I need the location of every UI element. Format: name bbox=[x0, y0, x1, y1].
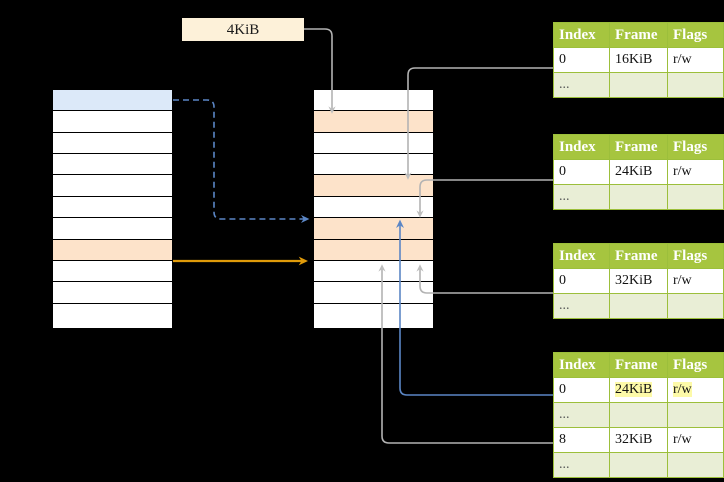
cell-flags bbox=[667, 452, 724, 478]
virtual-cell-row-2 bbox=[53, 132, 172, 155]
cell-frame: 32KiB bbox=[609, 268, 668, 294]
table-row: ... bbox=[553, 402, 724, 428]
table-row: ... bbox=[553, 293, 724, 319]
cell-flags bbox=[667, 184, 724, 210]
cell-flags bbox=[667, 293, 724, 319]
cell-index: 0 bbox=[553, 47, 610, 73]
column-header-frame: Frame bbox=[609, 134, 668, 160]
virtual-cell-row-10 bbox=[53, 303, 172, 325]
column-header-index: Index bbox=[553, 243, 610, 269]
column-header-index: Index bbox=[553, 22, 610, 48]
virtual-cell-row-8 bbox=[53, 260, 172, 283]
physical-cell-row-0 bbox=[314, 90, 433, 112]
column-header-flags: Flags bbox=[667, 134, 724, 160]
cell-frame bbox=[609, 184, 668, 210]
column-header-index: Index bbox=[553, 352, 610, 378]
table-row: ... bbox=[553, 184, 724, 210]
physical-cell-row-6 bbox=[314, 218, 433, 240]
column-header-frame: Frame bbox=[609, 22, 668, 48]
column-header-frame: Frame bbox=[609, 243, 668, 269]
connector-table3-to-physical bbox=[416, 264, 553, 294]
connector-virtual-dashed bbox=[173, 99, 310, 223]
cell-flags bbox=[667, 72, 724, 98]
virtual-cell-row-4 bbox=[53, 175, 172, 197]
cell-frame bbox=[609, 293, 668, 319]
cell-index: 0 bbox=[553, 377, 610, 403]
column-header-flags: Flags bbox=[667, 243, 724, 269]
cell-index: ... bbox=[553, 293, 610, 319]
cell-frame: 32KiB bbox=[609, 427, 668, 453]
cell-frame: 24KiB bbox=[609, 377, 668, 403]
virtual-address-column bbox=[52, 89, 173, 329]
cell-frame bbox=[609, 72, 668, 98]
cell-index: ... bbox=[553, 452, 610, 478]
cell-index: ... bbox=[553, 72, 610, 98]
physical-cell-row-8 bbox=[314, 260, 433, 283]
column-header-flags: Flags bbox=[667, 22, 724, 48]
column-header-index: Index bbox=[553, 134, 610, 160]
table-row: ... bbox=[553, 452, 724, 478]
cell-index: 0 bbox=[553, 159, 610, 185]
cell-frame: 16KiB bbox=[609, 47, 668, 73]
physical-cell-row-3 bbox=[314, 154, 433, 176]
offset-label-4kib: 4KiB bbox=[182, 18, 304, 41]
column-header-flags: Flags bbox=[667, 352, 724, 378]
physical-cell-row-7 bbox=[314, 239, 433, 261]
cell-flags: r/w bbox=[667, 427, 724, 453]
physical-cell-row-5 bbox=[314, 196, 433, 219]
cell-frame bbox=[609, 402, 668, 428]
cell-frame bbox=[609, 452, 668, 478]
virtual-cell-row-1 bbox=[53, 111, 172, 133]
cell-flags bbox=[667, 402, 724, 428]
virtual-cell-row-6 bbox=[53, 218, 172, 240]
cell-index: 8 bbox=[553, 427, 610, 453]
virtual-cell-row-9 bbox=[53, 282, 172, 304]
connector-table2-to-physical bbox=[416, 179, 553, 218]
physical-cell-row-9 bbox=[314, 282, 433, 304]
table-row: ... bbox=[553, 72, 724, 98]
cell-flags: r/w bbox=[667, 47, 724, 73]
virtual-cell-row-7 bbox=[53, 239, 172, 261]
cell-frame: 24KiB bbox=[609, 159, 668, 185]
column-header-frame: Frame bbox=[609, 352, 668, 378]
physical-cell-row-10 bbox=[314, 303, 433, 325]
cell-flags: r/w bbox=[667, 377, 724, 403]
physical-cell-row-4 bbox=[314, 175, 433, 197]
cell-flags: r/w bbox=[667, 159, 724, 185]
cell-index: ... bbox=[553, 184, 610, 210]
physical-memory-column bbox=[313, 89, 434, 329]
physical-cell-row-1 bbox=[314, 111, 433, 133]
virtual-cell-row-5 bbox=[53, 196, 172, 219]
cell-flags: r/w bbox=[667, 268, 724, 294]
cell-index: ... bbox=[553, 402, 610, 428]
virtual-cell-row-3 bbox=[53, 154, 172, 176]
cell-index: 0 bbox=[553, 268, 610, 294]
virtual-cell-row-0 bbox=[53, 90, 172, 112]
physical-cell-row-2 bbox=[314, 132, 433, 155]
